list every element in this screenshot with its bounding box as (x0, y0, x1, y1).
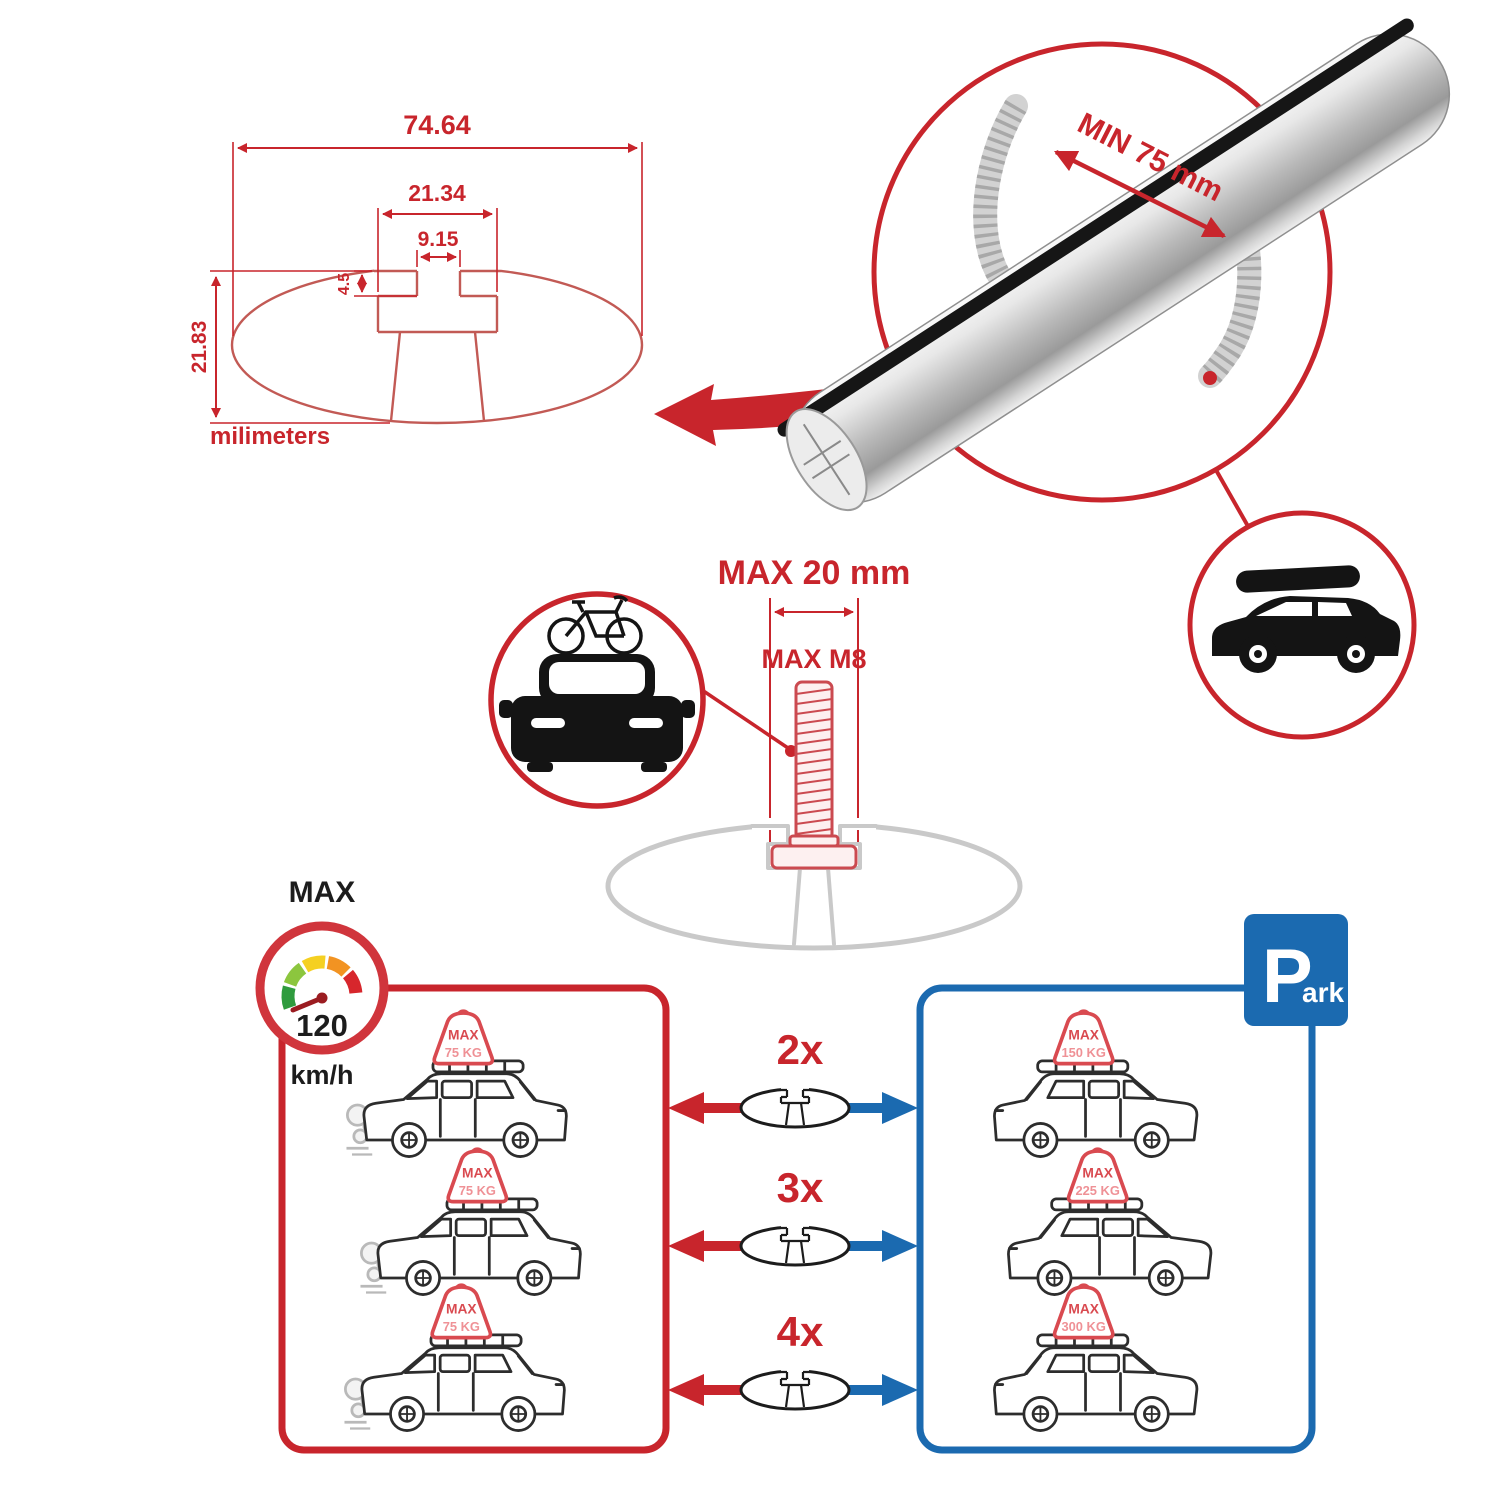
parking-suffix: ark (1302, 977, 1344, 1008)
min-span-arrow (1053, 149, 1227, 239)
parking-panel (916, 984, 1316, 1454)
speed-gauge: MAX 120 km/h (255, 876, 389, 1090)
load-tag-value: 75 KG (459, 1183, 496, 1198)
right-arrow-head (882, 1374, 918, 1406)
bar-detail: MIN 75 mm (777, 18, 1451, 740)
bike-car-circle (488, 591, 706, 809)
load-tag-title: MAX (1082, 1166, 1113, 1181)
parking-letter: P (1262, 934, 1313, 1019)
dim-lip-depth: 4.5 (336, 273, 353, 295)
bracket-marker-dot (1203, 371, 1217, 385)
load-tag-title: MAX (448, 1028, 479, 1043)
car-with-load: MAX 225 KG (1007, 1147, 1213, 1296)
ext-lines-total-width (232, 142, 643, 336)
multiplier-label: 2x (777, 1026, 824, 1073)
right-arrow-head (882, 1230, 918, 1262)
multiplier-row: 2x (668, 1026, 918, 1129)
car-with-load: MAX 75 KG (359, 1147, 582, 1296)
t-slot-channel (374, 269, 501, 422)
dim-channel-width: 21.34 (408, 180, 466, 206)
car-with-load: MAX 75 KG (343, 1283, 566, 1432)
car-with-load: MAX 75 KG (345, 1009, 568, 1158)
multiplier-label: 4x (777, 1308, 824, 1355)
gauge-unit: km/h (290, 1060, 353, 1090)
car-icon (362, 1059, 568, 1158)
driving-panel (278, 984, 670, 1454)
bicycle-icon (547, 595, 643, 655)
load-tag-title: MAX (462, 1166, 493, 1181)
parked-cars: MAX 150 KG MAX 225 KG MAX 300 KG (993, 1009, 1213, 1432)
bar-profile-icon (739, 1225, 851, 1267)
dim-slot-width: 9.15 (418, 228, 459, 251)
load-tag-value: 225 KG (1075, 1183, 1119, 1198)
car-front-silhouette (499, 654, 695, 772)
gauge-pivot (316, 992, 328, 1004)
driving-cars: MAX 75 KG MAX 75 KG MAX 75 KG (343, 1009, 582, 1432)
load-tag-title: MAX (1068, 1302, 1099, 1317)
circle-connector-line (1214, 469, 1251, 529)
left-arrow-head (668, 1374, 704, 1406)
gauge-value: 120 (296, 1008, 348, 1043)
car-icon (1007, 1197, 1213, 1296)
suv-roofbox-circle (1187, 510, 1417, 740)
bolt-connector-line (701, 688, 789, 750)
bolt-marker-dot (785, 745, 797, 757)
car-icon (993, 1059, 1199, 1158)
load-tag-value: 75 KG (445, 1045, 482, 1060)
bar-profile-outline (230, 265, 644, 425)
dim-total-width: 74.64 (403, 110, 471, 140)
suv-silhouette (1212, 565, 1401, 673)
gauge-title: MAX (289, 876, 356, 909)
ext-lines-channel-width (377, 208, 498, 292)
right-arrow-head (882, 1092, 918, 1124)
units-label: milimeters (210, 423, 330, 450)
left-arrow-head (668, 1092, 704, 1124)
bar-profile-icon (739, 1087, 851, 1129)
t-bolt (770, 680, 858, 870)
gauge-ring (255, 921, 389, 1055)
profile-top-mask (374, 257, 501, 274)
ext-lines-total-height (210, 270, 390, 424)
left-arrow-head (668, 1230, 704, 1262)
bolt-max-width-label: MAX 20 mm (718, 554, 911, 592)
bar-profile-icon (739, 1369, 851, 1411)
multiplier-row: 4x (668, 1308, 918, 1411)
car-icon (993, 1333, 1199, 1432)
load-tag-title: MAX (446, 1302, 477, 1317)
ext-lines-lip-depth (354, 270, 417, 297)
car-with-load: MAX 150 KG (993, 1009, 1199, 1158)
load-tag-title: MAX (1068, 1028, 1099, 1043)
gauge-arcs (281, 955, 363, 1010)
bolt-thread-label: MAX M8 (761, 644, 866, 674)
multiplier-label: 3x (777, 1164, 824, 1211)
multiplier-rows: 2x 3x 4x (668, 1026, 918, 1411)
ext-lines-slot-width (416, 250, 461, 267)
cross-section-diagram: 74.64 21.34 9.15 4.5 21.83 milimeters (188, 110, 644, 450)
bolt-diagram: MAX 20 mm MAX M8 (488, 554, 1023, 951)
load-tag-value: 300 KG (1061, 1319, 1105, 1334)
multiplier-row: 3x (668, 1164, 918, 1267)
bolt-threads (795, 688, 833, 835)
load-tag-value: 150 KG (1061, 1045, 1105, 1060)
car-with-load: MAX 300 KG (993, 1283, 1199, 1432)
roof-box (1236, 565, 1360, 593)
ext-lines-bolt-width (769, 598, 859, 845)
car-icon (360, 1333, 566, 1432)
dim-total-height: 21.83 (188, 321, 211, 374)
parking-sign: P ark (1244, 914, 1348, 1026)
load-tag-value: 75 KG (443, 1319, 480, 1334)
car-icon (376, 1197, 582, 1296)
bolt-head (770, 844, 858, 870)
